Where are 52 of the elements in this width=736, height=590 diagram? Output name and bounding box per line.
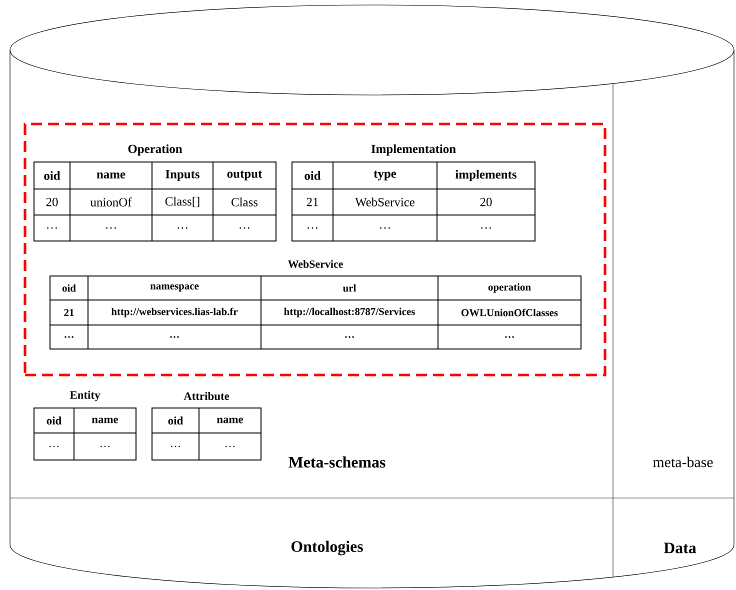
table-cell: unionOf [90, 198, 132, 206]
table-cell: 20 [480, 198, 492, 206]
section-label: meta-base [653, 456, 713, 468]
table-cell: oid [304, 171, 321, 180]
table-cell: … [106, 227, 116, 229]
table-cell: http://localhost:8787/Services [284, 308, 415, 318]
table-cell: namespace [150, 284, 199, 292]
table-cell: oid [46, 416, 62, 425]
table-cell: name [96, 172, 126, 178]
table-cell: output [227, 170, 262, 180]
table-cell: oid [62, 284, 76, 292]
table-cell: 20 [46, 198, 58, 206]
table-cell: Class [232, 198, 258, 206]
table-cell: … [308, 227, 318, 229]
section-label: Meta-schemas [288, 456, 386, 468]
table-cell: … [47, 227, 57, 229]
table-cell: implements [456, 170, 516, 182]
table-cell: … [50, 446, 59, 448]
table-cell: … [380, 227, 390, 229]
table-cell: Inputs [166, 170, 200, 181]
dashed-frame [24, 122, 606, 376]
table-cell: operation [488, 283, 531, 293]
table-cell: … [481, 227, 491, 229]
table-cell: … [170, 336, 179, 338]
table-title: Operation [128, 144, 182, 156]
table-cell: OWLUnionOfClasses [461, 308, 558, 316]
database-cylinder [10, 4, 734, 588]
table-cell: name [216, 418, 244, 424]
table-cell: type [374, 170, 396, 180]
table-cell: oid [44, 171, 60, 180]
table-cell: 21 [64, 309, 74, 316]
table-cell: … [345, 336, 354, 338]
table-cell: http://webservices.lias-lab.fr [111, 308, 238, 318]
table-cell: … [226, 446, 235, 448]
table-cell: Class[] [165, 196, 200, 208]
table-cell: … [505, 336, 514, 338]
table-cell: … [100, 446, 110, 448]
table-title: WebService [288, 260, 343, 268]
section-label: Ontologies [291, 540, 363, 556]
table-cell: … [178, 227, 188, 229]
table-cell: WebService [355, 198, 414, 206]
table-title: Entity [70, 390, 100, 402]
table-cell: url [342, 284, 356, 292]
table-title: Implementation [371, 144, 456, 156]
table-cell: oid [168, 416, 184, 425]
table-title: Attribute [184, 392, 230, 400]
table-cell: … [240, 227, 250, 229]
table-cell: … [171, 446, 180, 448]
table-cell: … [64, 336, 74, 338]
section-label: Data [664, 542, 696, 554]
table-cell: 21 [306, 198, 318, 206]
table-cell: name [92, 418, 118, 424]
